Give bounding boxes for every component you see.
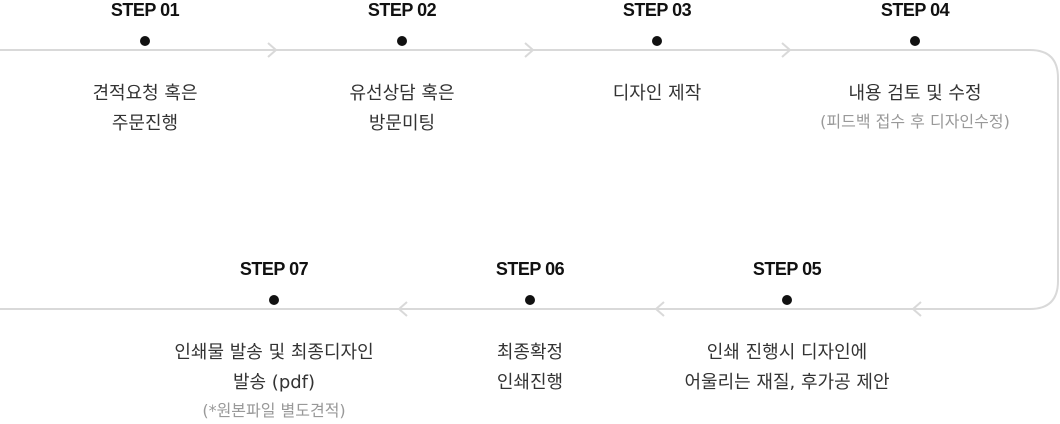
step-title: STEP 03 [622,0,692,20]
step-dot [269,295,279,305]
step-text: 방문미팅 [368,113,436,134]
step-text: 견적요청 혹은 [92,83,198,104]
step-description: 최종확정 인쇄진행 [410,338,650,398]
step-dot [652,36,662,46]
step-text: 인쇄물 발송 및 최종디자인 [174,342,374,363]
step-description: 인쇄물 발송 및 최종디자인 발송 (pdf) (*원본파일 별도견적) [154,338,394,424]
step-title: STEP 04 [880,0,950,20]
chevron-left-icon [911,301,922,317]
step-title: STEP 07 [239,259,309,279]
step-text: 어울리는 재질, 후가공 제안 [684,372,890,393]
step-dot [397,36,407,46]
step-dot [140,36,150,46]
step-text: 인쇄 진행시 디자인에 [706,342,868,363]
step-note: (*원본파일 별도견적) [202,401,346,420]
step-title: STEP 06 [495,259,565,279]
step-dot [910,36,920,46]
chevron-right-icon [781,42,792,58]
step-title: STEP 05 [752,259,822,279]
step-description: 내용 검토 및 수정 (피드백 접수 후 디자인수정) [795,79,1035,135]
chevron-left-icon [654,301,665,317]
step-text: 최종확정 [496,342,564,363]
chevron-left-icon [397,301,408,317]
step-dot [782,295,792,305]
step-dot [525,295,535,305]
step-description: 인쇄 진행시 디자인에 어울리는 재질, 후가공 제안 [667,338,907,398]
step-text: 발송 (pdf) [232,372,316,393]
step-description: 견적요청 혹은 주문진행 [25,79,265,139]
step-text: 주문진행 [111,113,179,134]
step-text: 내용 검토 및 수정 [848,83,982,104]
chevron-right-icon [267,42,278,58]
step-description: 디자인 제작 [537,79,777,109]
connector-line [0,49,1059,310]
step-text: 유선상담 혹은 [349,83,455,104]
step-text: 디자인 제작 [612,83,702,104]
step-note: (피드백 접수 후 디자인수정) [820,112,1010,131]
step-description: 유선상담 혹은 방문미팅 [282,79,522,139]
step-title: STEP 02 [367,0,437,20]
step-text: 인쇄진행 [496,372,564,393]
chevron-right-icon [524,42,535,58]
step-title: STEP 01 [110,0,180,20]
